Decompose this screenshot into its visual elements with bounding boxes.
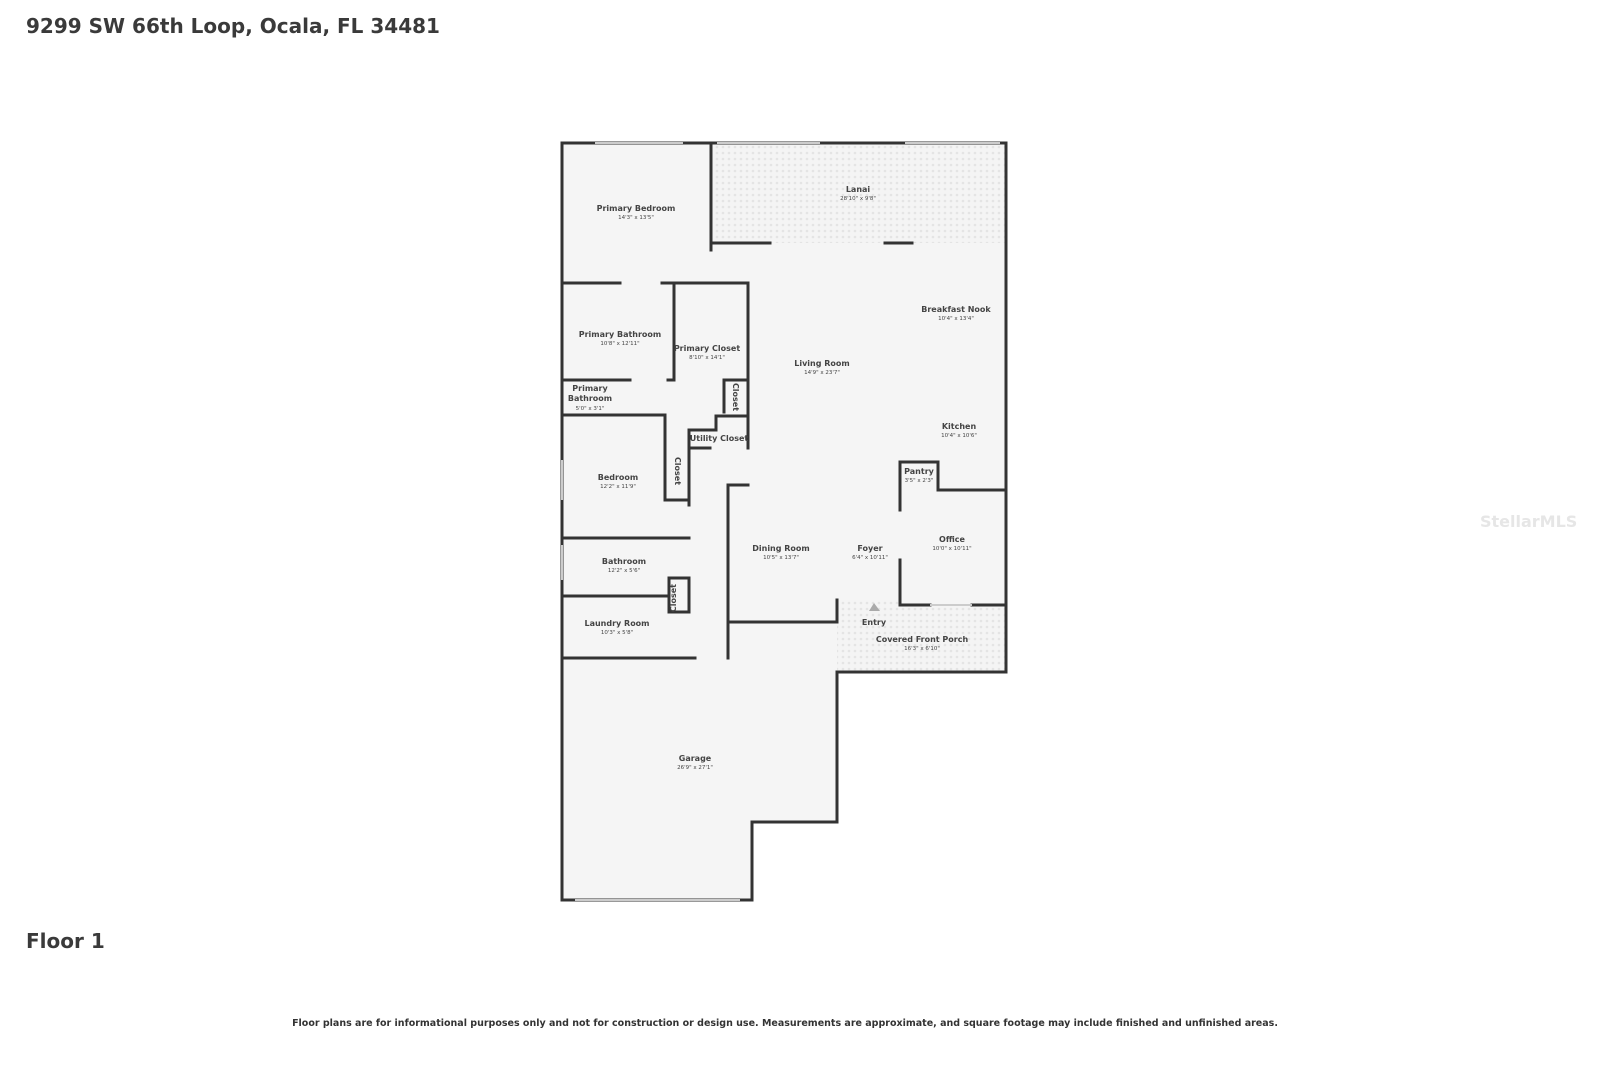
room-dims: 14'3" x 13'5" [618,215,654,221]
room-name: Primary Bathroom [579,330,662,339]
room-dims: 12'2" x 11'9" [600,484,636,490]
room-dims: 28'10" x 9'8" [840,196,876,202]
room-dims: 6'4" x 10'11" [852,555,888,561]
room-name: Closet [731,383,740,411]
room-dims: 3'5" x 2'3" [905,478,934,484]
room-dims: 10'4" x 10'6" [941,433,977,439]
room-labels: Primary Bedroom 14'3" x 13'5" Lanai 28'10"… [576,185,992,771]
watermark: StellarMLS [1480,512,1578,531]
room-dims: 16'3" x 6'10" [904,646,940,652]
room-name: Covered Front Porch [876,635,969,644]
room-name: Kitchen [942,422,977,431]
room-name: Living Room [794,359,850,368]
room-dims: 5'0" x 3'1" [576,406,605,412]
entry-arrow-icon [869,603,880,611]
room-dims: 10'5" x 13'7" [763,555,799,561]
room-name: Closet [669,584,678,612]
room-name: Breakfast Nook [921,305,991,314]
room-name: Office [939,535,965,544]
room-dims: 10'8" x 12'11" [600,341,639,347]
room-name: Primary Bathroom [567,384,613,403]
address-title: 9299 SW 66th Loop, Ocala, FL 34481 [26,14,440,38]
room-dims: 26'9" x 27'1" [677,765,713,771]
windows [561,142,1000,901]
room-dims: 12'2" x 5'6" [608,568,640,574]
room-name: Bedroom [598,473,639,482]
floor-label: Floor 1 [26,929,105,953]
room-name: Laundry Room [584,619,649,628]
room-dims: 10'0" x 10'11" [932,546,971,552]
room-dims: 14'9" x 23'7" [804,370,840,376]
room-name: Bathroom [602,557,646,566]
room-name: Foyer [857,544,882,553]
room-name: Pantry [904,467,935,476]
room-name: Primary Closet [674,344,741,353]
walls [560,141,1008,902]
room-name: Primary Bedroom [597,204,676,213]
room-dims: 10'4" x 13'4" [938,316,974,322]
disclaimer: Floor plans are for informational purpos… [292,1018,1278,1029]
room-name: Dining Room [752,544,810,553]
room-name: Entry [862,618,887,627]
room-name: Closet [673,457,682,485]
room-name: Garage [679,754,712,763]
room-dims: 10'3" x 5'8" [601,630,633,636]
floor-fill [562,143,1006,900]
room-name: Utility Closet [690,434,749,443]
room-name: Lanai [846,185,871,194]
room-dims: 8'10" x 14'1" [689,355,725,361]
